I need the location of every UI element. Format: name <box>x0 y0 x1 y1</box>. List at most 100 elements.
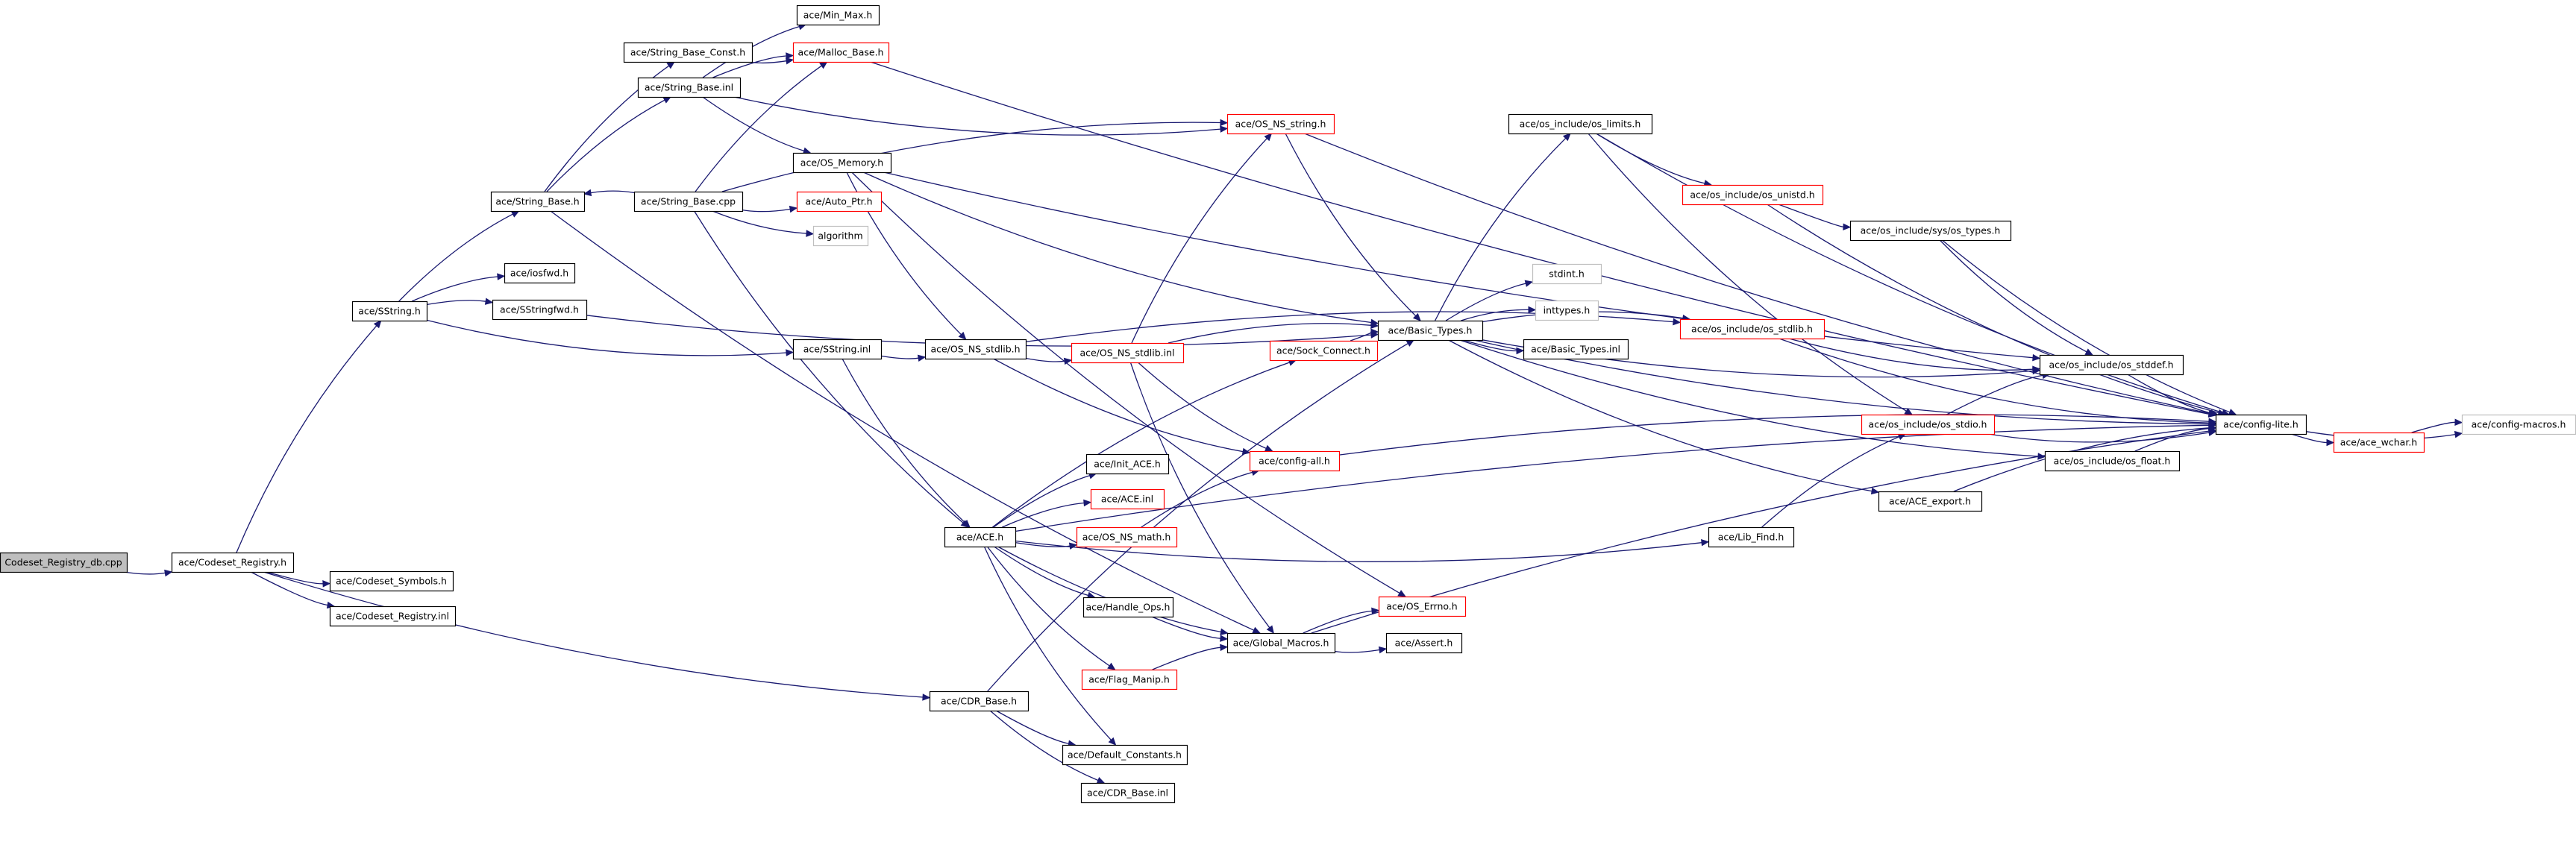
edge-global_macros_h-to-assert_h <box>1334 646 1388 654</box>
node-os-errno-h[interactable]: ace/OS_Errno.h <box>1378 596 1467 617</box>
node-flag-manip-h[interactable]: ace/Flag_Manip.h <box>1081 669 1178 690</box>
edge-sstring_h-to-sstringfwd_h <box>426 298 494 306</box>
edge-ace_h-to-ace_inl <box>1002 499 1092 528</box>
node-box <box>1085 453 1170 475</box>
node-registry-h[interactable]: ace/Codeset_Registry.h <box>171 552 295 573</box>
edge-os_float_h-to-config_lite_h <box>2134 424 2217 452</box>
node-iosfwd-h[interactable]: ace/iosfwd.h <box>504 262 576 284</box>
node-assert-h[interactable]: ace/Assert.h <box>1385 632 1463 654</box>
node-box <box>623 42 753 63</box>
node-config-lite-h[interactable]: ace/config-lite.h <box>2215 414 2307 435</box>
arrowhead <box>917 354 927 362</box>
arrowhead <box>1220 635 1229 642</box>
arrowhead <box>1412 312 1421 321</box>
edge-os_stdlib_h-to-config_lite_h <box>1779 338 2217 427</box>
node-string-base-cpp[interactable]: ace/String_Base.cpp <box>633 191 744 213</box>
node-label: ace/String_Base.h <box>495 196 579 207</box>
node-registry-inl[interactable]: ace/Codeset_Registry.inl <box>329 605 457 627</box>
edge-line <box>1151 616 1221 639</box>
edge-line <box>994 546 1088 597</box>
edge-registry_h-to-sstring_h <box>236 320 382 553</box>
edge-lib_find_h-to-os_stdio_h <box>1761 433 1907 528</box>
node-ace-export-h[interactable]: ace/ACE_export.h <box>1878 491 1983 512</box>
edge-os_memory_h-to-basic_types_h <box>863 172 1379 327</box>
node-string-base-h[interactable]: ace/String_Base.h <box>490 191 586 213</box>
node-os-unistd-h[interactable]: ace/os_include/os_unistd.h <box>1682 184 1824 206</box>
node-cdr-base-h[interactable]: ace/CDR_Base.h <box>929 690 1030 712</box>
node-basic-types-h[interactable]: ace/Basic_Types.h <box>1377 320 1484 342</box>
node-label: ace/config-macros.h <box>2472 419 2566 430</box>
arrowhead <box>497 273 506 280</box>
node-string-base-inl[interactable]: ace/String_Base.inl <box>637 77 742 98</box>
edge-line <box>1988 432 2210 443</box>
node-ace-inl[interactable]: ace/ACE.inl <box>1090 488 1165 510</box>
edge-registry_h-to-cdr_base_h <box>263 571 931 701</box>
node-box <box>924 339 1027 360</box>
edge-string_base_inl-to-malloc_base_h <box>712 52 795 78</box>
edge-line <box>266 571 324 585</box>
edge-ace_h-to-init_ace_h <box>993 472 1097 528</box>
node-sock-connect-h[interactable]: ace/Sock_Connect.h <box>1269 340 1379 362</box>
edge-line <box>426 300 486 306</box>
node-os-stdlib-h[interactable]: ace/os_include/os_stdlib.h <box>1679 318 1826 340</box>
edge-line <box>1445 283 1526 321</box>
arrowhead <box>1264 133 1273 142</box>
node-box <box>792 339 883 360</box>
arrowhead <box>1397 590 1406 597</box>
node-box <box>329 570 454 592</box>
node-os-memory-h[interactable]: ace/OS_Memory.h <box>792 152 892 174</box>
node-min-max-h[interactable]: ace/Min_Max.h <box>796 4 880 26</box>
node-root[interactable]: Codeset_Registry_db.cpp <box>0 552 128 573</box>
node-os-stdio-h[interactable]: ace/os_include/os_stdio.h <box>1861 414 1996 435</box>
edge-string_base_cpp-to-auto_ptr_h <box>742 205 798 213</box>
node-box <box>492 299 588 321</box>
node-sstring-h[interactable]: ace/SString.h <box>351 301 428 322</box>
node-string-base-const-h[interactable]: ace/String_Base_Const.h <box>623 42 753 63</box>
edge-os_stdlib_h-to-os_stddef_h <box>1788 338 2041 373</box>
node-sstring-inl[interactable]: ace/SString.inl <box>792 339 883 360</box>
edge-line <box>1015 424 2210 532</box>
edge-os_unistd_h-to-sys_os_types_h <box>1778 204 1852 231</box>
node-box <box>2044 450 2181 472</box>
node-sstringfwd-h[interactable]: ace/SStringfwd.h <box>492 299 588 321</box>
edge-string_base_h-to-string_base_inl <box>546 96 672 192</box>
node-default-constants-h[interactable]: ace/Default_Constants.h <box>1062 744 1188 766</box>
node-os-ns-stdlib-inl[interactable]: ace/OS_NS_stdlib.inl <box>1071 342 1185 364</box>
edge-string_base_inl-to-os_memory_h <box>702 96 812 154</box>
node-init-ace-h[interactable]: ace/Init_ACE.h <box>1085 453 1170 475</box>
node-os-ns-stdlib-h[interactable]: ace/OS_NS_stdlib.h <box>924 339 1027 360</box>
node-os-stddef-h[interactable]: ace/os_include/os_stddef.h <box>2039 354 2184 376</box>
arrowhead <box>322 580 331 588</box>
node-symbols-h[interactable]: ace/Codeset_Symbols.h <box>329 570 454 592</box>
node-global-macros-h[interactable]: ace/Global_Macros.h <box>1226 632 1336 654</box>
edge-os_stddef_h-to-config_lite_h <box>2127 374 2219 417</box>
node-sys-os-types-h[interactable]: ace/os_include/sys/os_types.h <box>1849 220 2012 242</box>
node-config-all-h[interactable]: ace/config-all.h <box>1249 450 1341 472</box>
node-ace-wchar-h[interactable]: ace/ace_wchar.h <box>2333 432 2425 453</box>
node-os-ns-math-h[interactable]: ace/OS_NS_math.h <box>1076 526 1178 548</box>
edge-os_ns_stdlib_inl-to-config_all_h <box>1137 362 1273 452</box>
node-label: ace/config-all.h <box>1259 456 1330 467</box>
node-box <box>1076 526 1178 548</box>
node-malloc-base-h[interactable]: ace/Malloc_Base.h <box>792 42 890 63</box>
node-handle-ops-h[interactable]: ace/Handle_Ops.h <box>1082 597 1174 618</box>
node-lib-find-h[interactable]: ace/Lib_Find.h <box>1708 526 1795 548</box>
edge-sys_os_types_h-to-os_stddef_h <box>1939 239 2094 356</box>
node-box <box>637 77 742 98</box>
node-cdr-base-inl[interactable]: ace/CDR_Base.inl <box>1080 782 1176 804</box>
node-box <box>1378 596 1467 617</box>
node-auto-ptr-h[interactable]: ace/Auto_Ptr.h <box>796 191 883 213</box>
node-ace-h[interactable]: ace/ACE.h <box>944 526 1017 548</box>
node-basic-types-inl[interactable]: ace/Basic_Types.inl <box>1523 339 1629 360</box>
node-os-ns-string-h[interactable]: ace/OS_NS_string.h <box>1226 113 1335 135</box>
node-os-float-h[interactable]: ace/os_include/os_float.h <box>2044 450 2181 472</box>
edge-line <box>1941 239 2231 413</box>
node-label: inttypes.h <box>1544 305 1591 316</box>
node-os-limits-h[interactable]: ace/os_include/os_limits.h <box>1508 113 1653 135</box>
arrowhead <box>2454 418 2463 427</box>
edge-line <box>1025 357 1065 362</box>
node-box <box>504 262 576 284</box>
edge-line <box>2127 374 2212 414</box>
node-label: ace/os_include/os_limits.h <box>1520 119 1641 130</box>
arrowhead <box>1220 628 1229 635</box>
